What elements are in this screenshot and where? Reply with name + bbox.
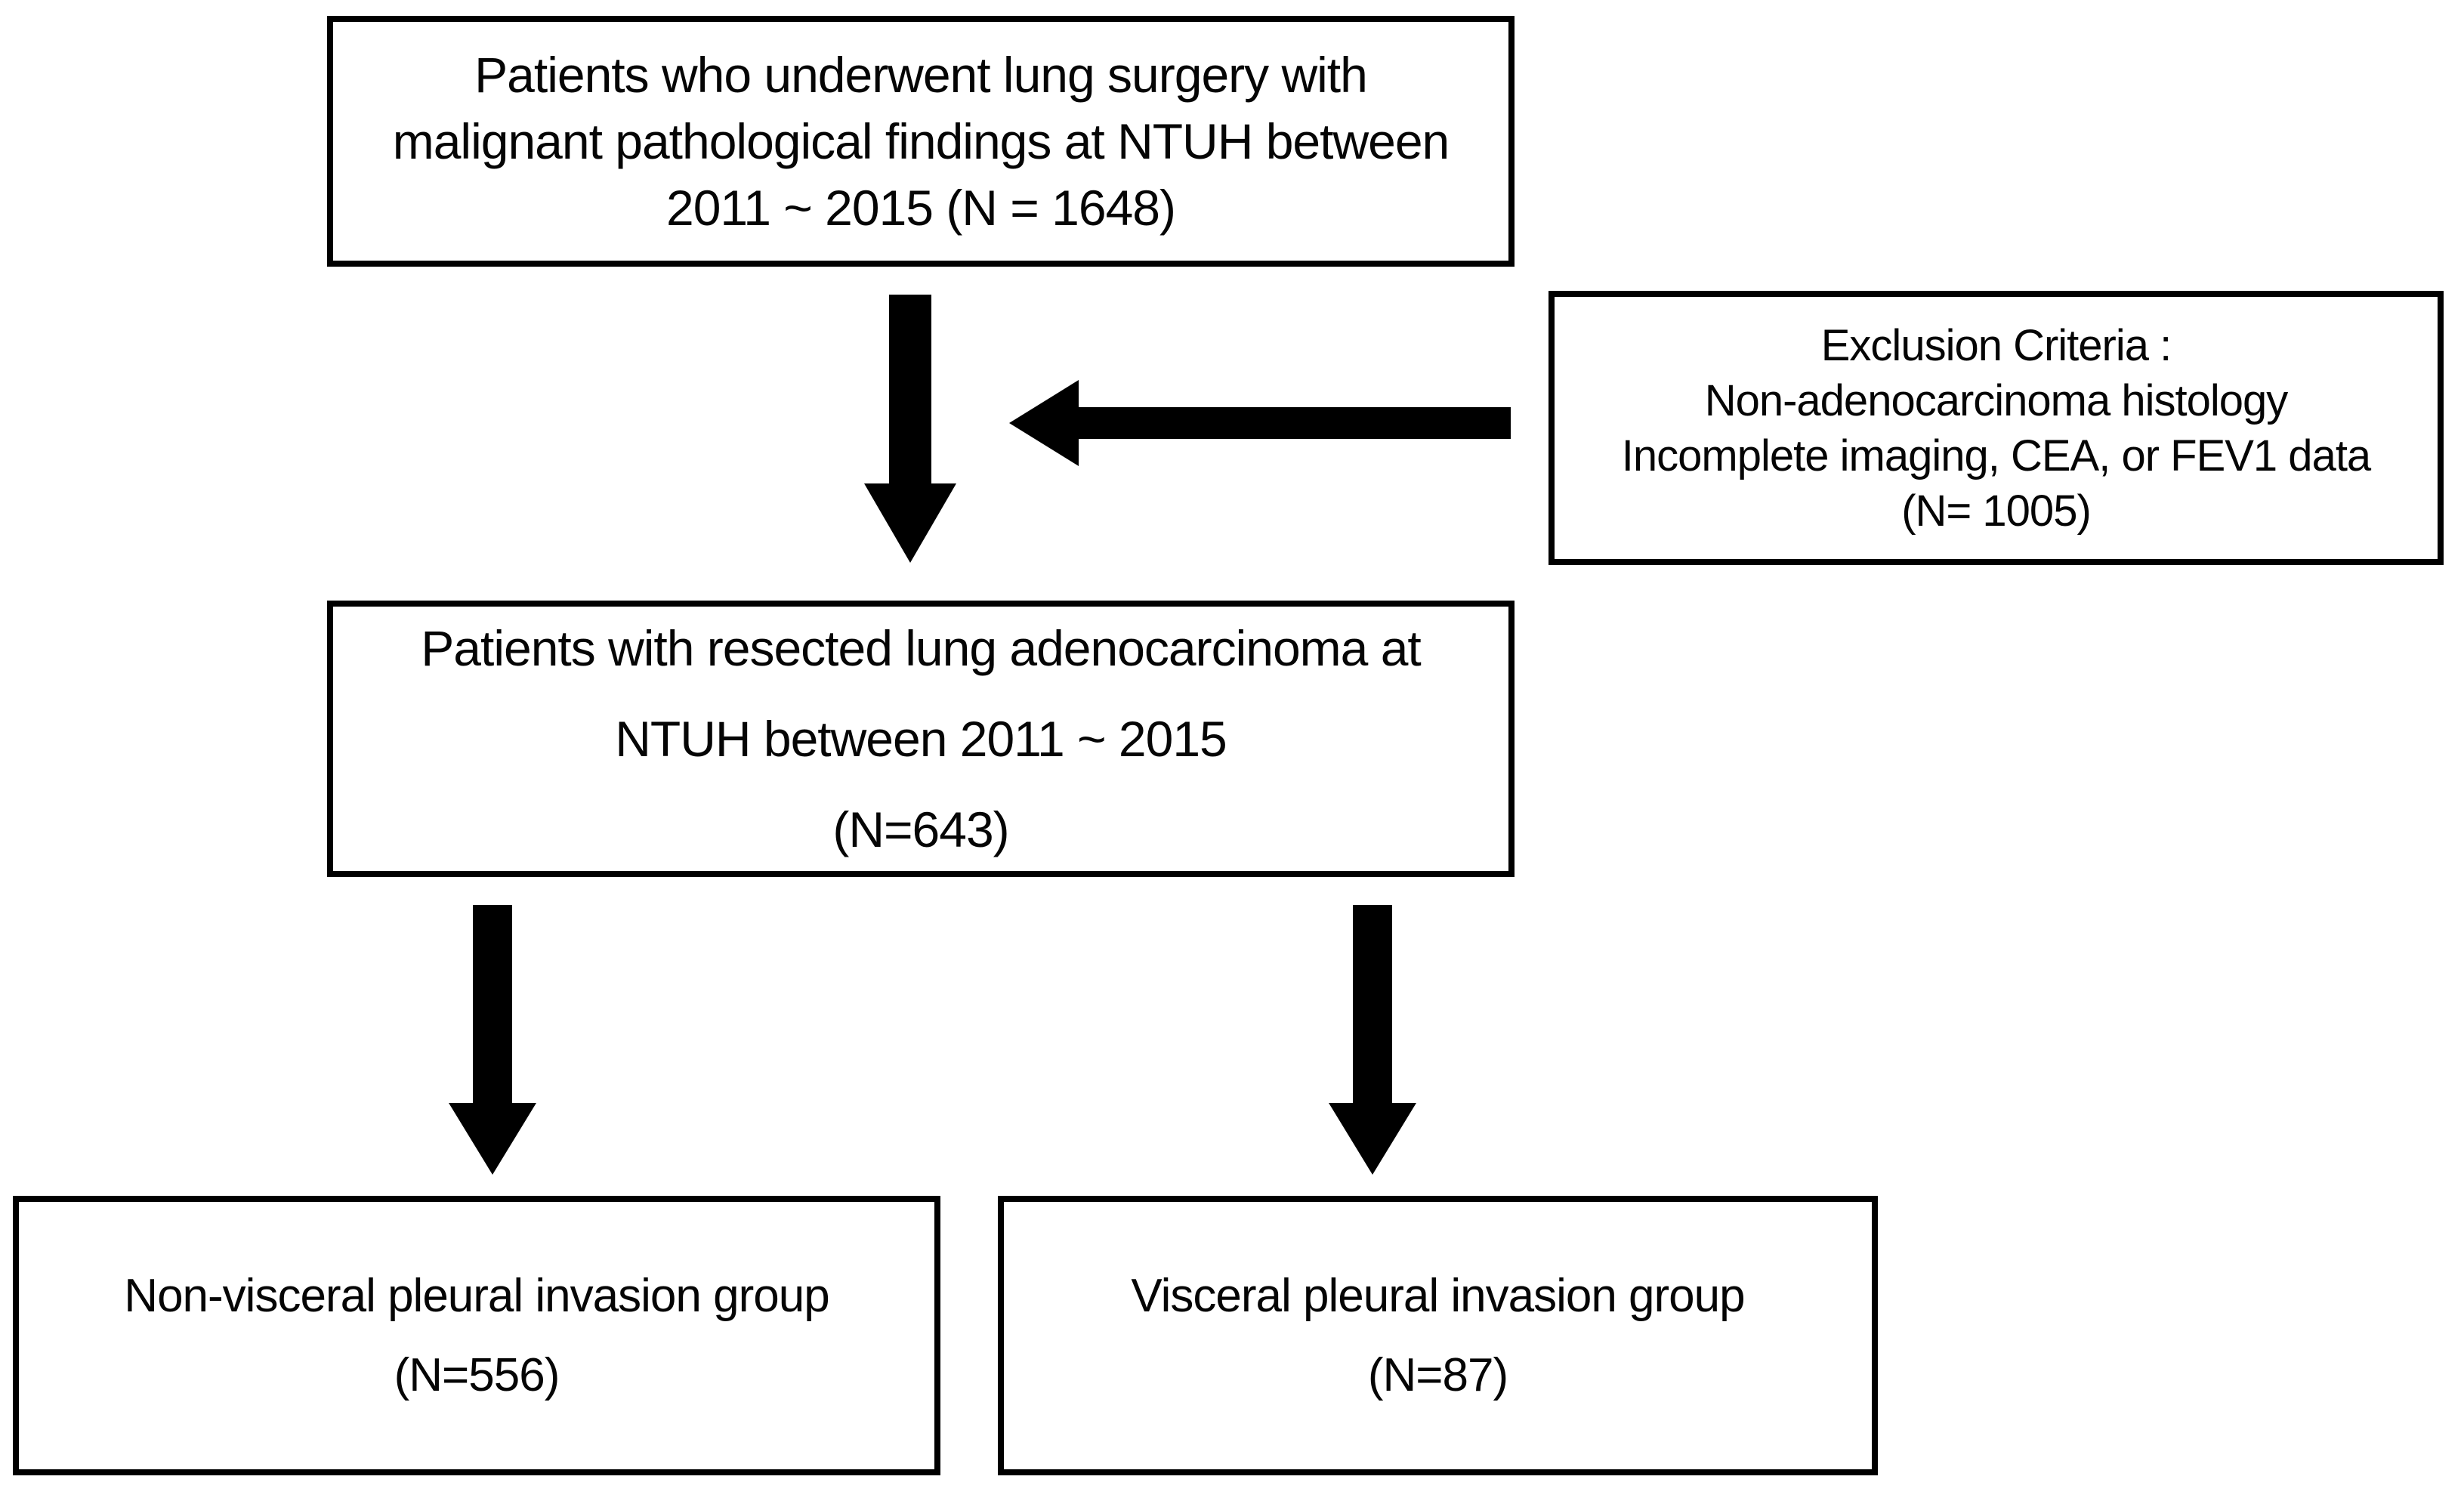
box-adenocarcinoma-cohort: Patients with resected lung adenocarcino…: [327, 601, 1515, 877]
box-text-line: (N=643): [832, 802, 1009, 857]
box-text-line: Non-adenocarcinoma histology: [1704, 375, 2289, 425]
box-text-line: NTUH between 2011 ~ 2015: [615, 711, 1227, 767]
box-non-visceral-invasion-group: Non-visceral pleural invasion group (N=5…: [13, 1196, 940, 1475]
box-text-line: 2011 ~ 2015 (N = 1648): [666, 180, 1176, 236]
box-exclusion-criteria: Exclusion Criteria : Non-adenocarcinoma …: [1548, 291, 2444, 565]
box-text-line: (N= 1005): [1901, 486, 2092, 536]
box-text-line: (N=556): [394, 1349, 560, 1401]
box-initial-surgery-cohort: Patients who underwent lung surgery with…: [327, 16, 1515, 267]
box-text-line: Visceral pleural invasion group: [1131, 1270, 1745, 1322]
box-text-line: Incomplete imaging, CEA, or FEV1 data: [1621, 431, 2371, 480]
box-visceral-invasion-group: Visceral pleural invasion group (N=87): [998, 1196, 1878, 1475]
down-arrow-vpi-icon: [1329, 905, 1416, 1175]
box-text-line: (N=87): [1367, 1349, 1508, 1401]
box-text-line: Patients who underwent lung surgery with: [474, 47, 1368, 103]
box-text-line: Patients with resected lung adenocarcino…: [421, 620, 1421, 676]
down-arrow-top-to-middle-icon: [864, 295, 956, 563]
box-text-line: Non-visceral pleural invasion group: [124, 1270, 829, 1322]
left-arrow-exclusion-icon: [1009, 374, 1511, 472]
down-arrow-non-vpi-icon: [449, 905, 536, 1175]
box-text-line: malignant pathological findings at NTUH …: [392, 113, 1450, 169]
box-text-line: Exclusion Criteria :: [1820, 320, 2172, 370]
